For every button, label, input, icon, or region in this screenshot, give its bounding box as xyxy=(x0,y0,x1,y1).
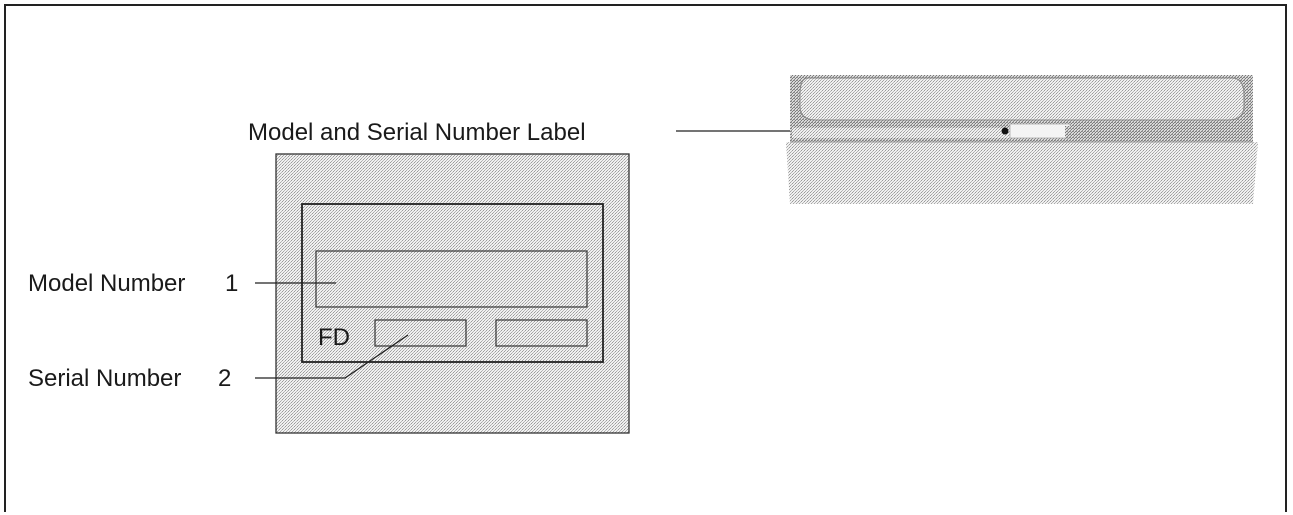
fd-prefix: FD xyxy=(318,324,350,351)
model-serial-label-text: Model and Serial Number Label xyxy=(248,119,586,146)
model-number-field xyxy=(315,250,588,308)
serial-number-caption: Serial Number xyxy=(28,365,181,392)
serial-number-leader xyxy=(255,334,409,379)
figure-frame xyxy=(4,4,1287,512)
label-detail: FD xyxy=(275,153,630,434)
serial-number-field xyxy=(374,319,467,347)
label-position-dot xyxy=(1001,127,1009,135)
device-illustration xyxy=(786,75,1258,204)
model-number-index: 1 xyxy=(225,270,238,297)
secondary-field xyxy=(495,319,588,347)
serial-number-index: 2 xyxy=(218,365,231,392)
model-number-caption: Model Number xyxy=(28,270,185,297)
